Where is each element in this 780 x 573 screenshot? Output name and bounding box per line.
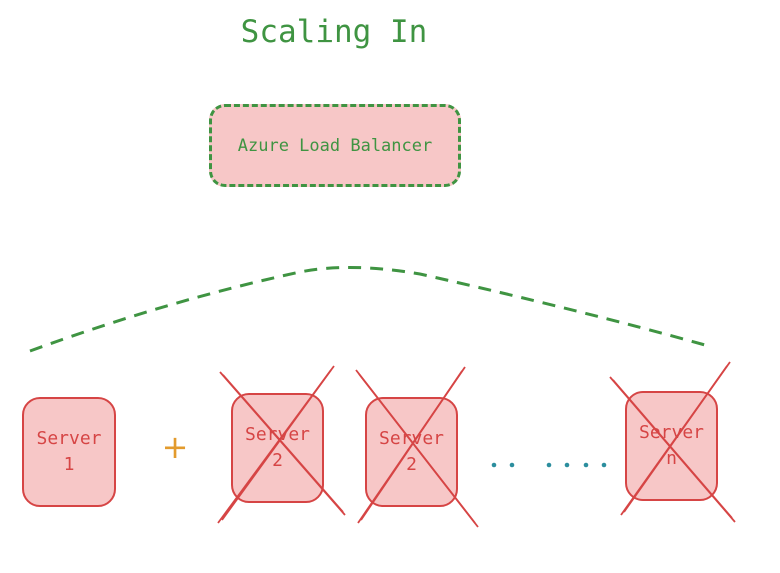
ellipsis-dots (491, 462, 607, 468)
dashed-arc (29, 265, 706, 353)
load-balancer-box: Azure Load Balancer (209, 104, 461, 187)
server-number: n (666, 448, 677, 469)
server-box-n-removed: Server n (625, 391, 718, 501)
server-number: 2 (406, 454, 417, 475)
server-box-2-removed: Server 2 (231, 393, 324, 503)
load-balancer-label: Azure Load Balancer (237, 135, 433, 156)
server-number: 1 (63, 454, 75, 475)
server-label: Server (244, 424, 311, 445)
server-number: 2 (272, 450, 283, 471)
diagram-title: Scaling In (240, 14, 428, 50)
server-box-3-removed: Server 2 (365, 397, 458, 507)
plus-sign: + (161, 428, 189, 466)
server-label: Server (638, 422, 705, 443)
server-label: Server (36, 428, 102, 449)
server-label: Server (378, 428, 445, 449)
server-box-1: Server 1 (22, 397, 116, 507)
